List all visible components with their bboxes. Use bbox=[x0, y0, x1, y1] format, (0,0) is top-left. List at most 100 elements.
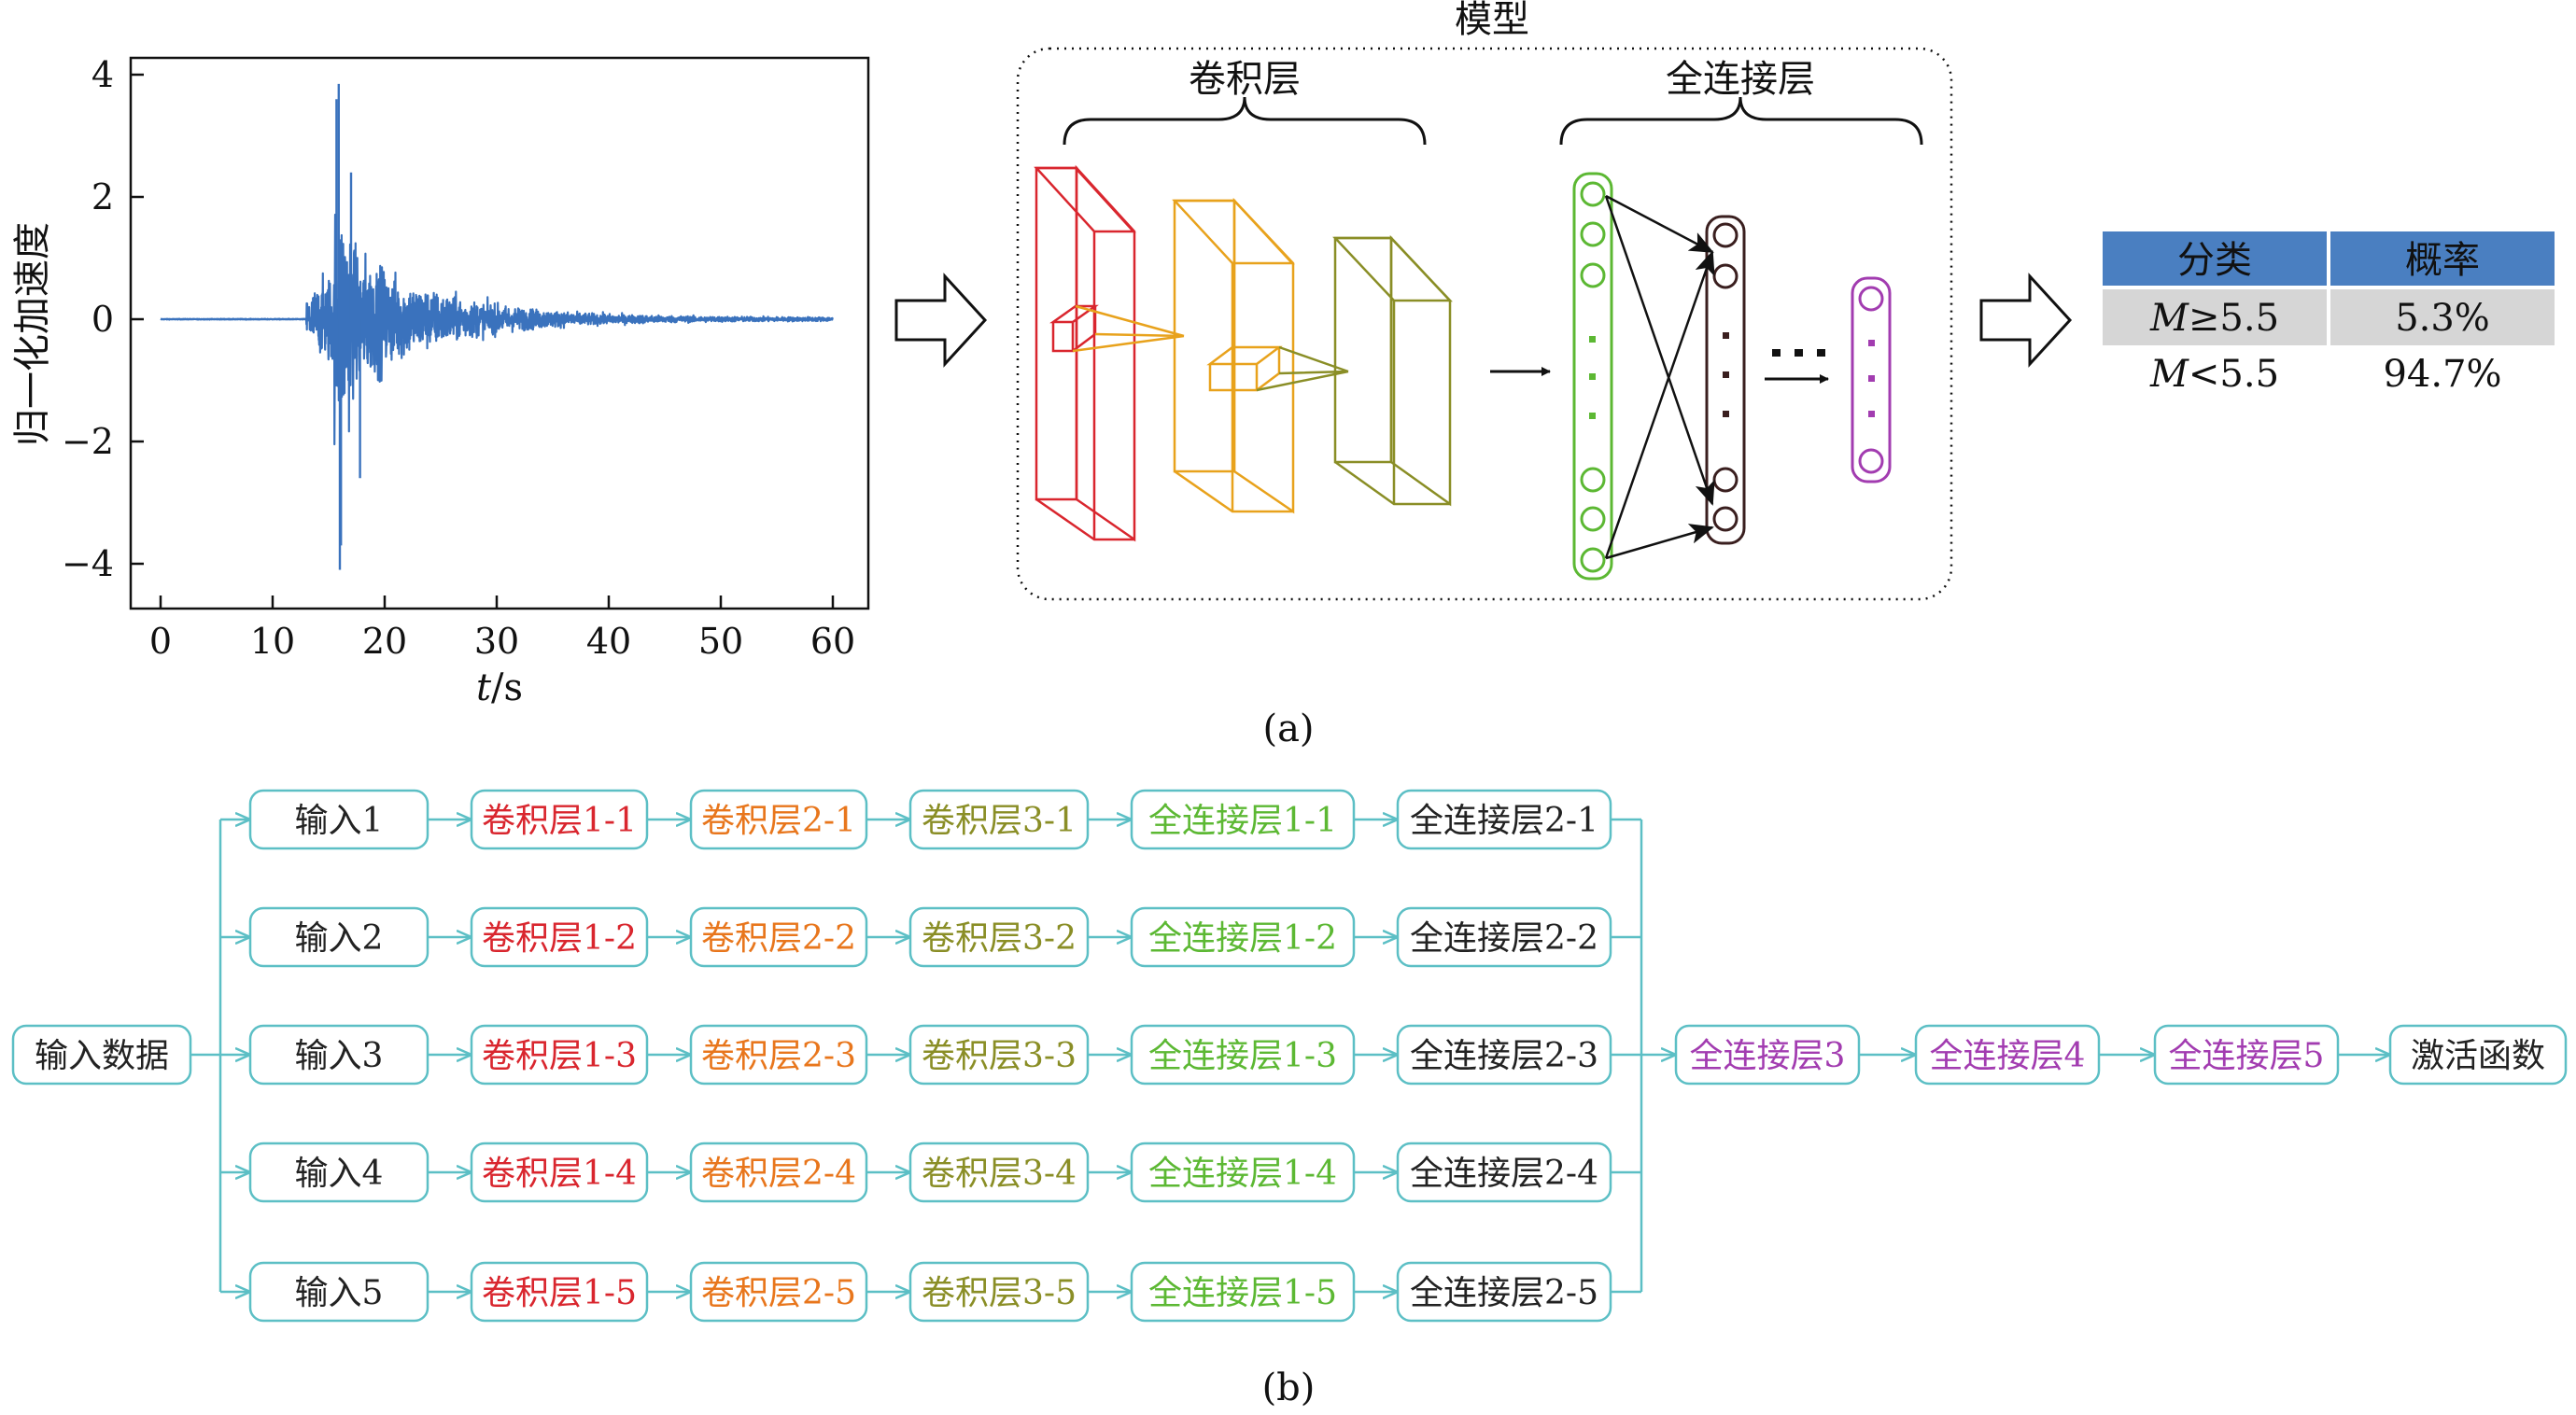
branch-4-conv1: 卷积层1-4 bbox=[470, 1142, 649, 1203]
plot-frame bbox=[129, 56, 870, 610]
branch-4-fc2: 全连接层2-4 bbox=[1396, 1142, 1612, 1203]
fc-connections bbox=[1604, 194, 1715, 560]
branch-3-fc2: 全连接层2-3 bbox=[1396, 1024, 1612, 1086]
branch-5-fc2: 全连接层2-5 bbox=[1396, 1261, 1612, 1323]
x-tick-label: 30 bbox=[474, 621, 519, 662]
branch-3-conv1-label: 卷积层1-3 bbox=[482, 1037, 637, 1075]
branch-4-input-label: 输入4 bbox=[295, 1155, 384, 1193]
branch-1-fc1: 全连接层1-1 bbox=[1130, 789, 1356, 850]
branch-1-fc2-label: 全连接层2-1 bbox=[1410, 802, 1598, 840]
table-header-probability: 概率 bbox=[2405, 239, 2480, 282]
fc-column-2 bbox=[1705, 215, 1746, 545]
y-tick-label: 4 bbox=[91, 54, 114, 95]
branch-4-fc1-label: 全连接层1-4 bbox=[1148, 1155, 1337, 1193]
branch-2-fc1-label: 全连接层1-2 bbox=[1148, 919, 1337, 958]
conv-block-2 bbox=[1172, 197, 1295, 514]
branch-1-conv1: 卷积层1-1 bbox=[470, 789, 649, 850]
x-tick-label: 50 bbox=[698, 621, 743, 662]
tail-node-4-label: 激活函数 bbox=[2411, 1037, 2545, 1075]
conv-block-3 bbox=[1332, 234, 1453, 507]
tail-node-3-label: 全连接层5 bbox=[2169, 1037, 2325, 1075]
y-axis-label: 归一化加速度 bbox=[11, 222, 54, 446]
branch-3-input: 输入3 bbox=[248, 1024, 429, 1086]
conv-kernel-1 bbox=[1072, 304, 1185, 353]
flow-arrow-2 bbox=[1979, 273, 2073, 368]
input-data-node: 输入数据 bbox=[11, 1024, 192, 1086]
flow-arrow-1 bbox=[894, 273, 988, 368]
table-row-2-probability: 94.7% bbox=[2383, 353, 2501, 396]
branch-1-conv2: 卷积层2-1 bbox=[689, 789, 868, 850]
conv-block-1 bbox=[1034, 164, 1136, 542]
branch-2-conv3-label: 卷积层3-2 bbox=[922, 919, 1077, 958]
branch-2-input-label: 输入2 bbox=[295, 919, 384, 958]
branch-4-conv3: 卷积层3-4 bbox=[908, 1142, 1090, 1203]
x-axis-label: t/s bbox=[476, 666, 523, 709]
branch-5-conv1-label: 卷积层1-5 bbox=[482, 1274, 637, 1312]
branch-5-fc1-label: 全连接层1-5 bbox=[1148, 1274, 1337, 1312]
branch-5-conv1: 卷积层1-5 bbox=[470, 1261, 649, 1323]
branch-1-input: 输入1 bbox=[248, 789, 429, 850]
branch-5-conv3: 卷积层3-5 bbox=[908, 1261, 1090, 1323]
input-data-node-label: 输入数据 bbox=[35, 1037, 169, 1075]
branch-3-conv1: 卷积层1-3 bbox=[470, 1024, 649, 1086]
table-row-2-class: M<5.5 bbox=[2149, 353, 2279, 396]
table-row-1-class: M≥5.5 bbox=[2149, 297, 2279, 340]
branch-4-conv2-label: 卷积层2-4 bbox=[701, 1155, 856, 1193]
more-layers-ellipsis bbox=[1772, 349, 1825, 357]
magnitude-condition: ≥5.5 bbox=[2189, 297, 2279, 340]
y-tick-label: 0 bbox=[91, 299, 114, 340]
branch-3-conv3-label: 卷积层3-3 bbox=[922, 1037, 1077, 1075]
branch-4-fc2-label: 全连接层2-4 bbox=[1410, 1155, 1598, 1193]
tail-node-4: 激活函数 bbox=[2388, 1024, 2568, 1086]
branch-1-fc1-label: 全连接层1-1 bbox=[1148, 802, 1337, 840]
table-header-class: 分类 bbox=[2177, 239, 2252, 282]
branch-3-fc2-label: 全连接层2-3 bbox=[1410, 1037, 1598, 1075]
branch-3-conv3: 卷积层3-3 bbox=[908, 1024, 1090, 1086]
branch-2-conv2-label: 卷积层2-2 bbox=[701, 919, 856, 958]
table-row-highlight bbox=[2330, 289, 2555, 345]
branch-2-conv1-label: 卷积层1-2 bbox=[482, 919, 637, 958]
x-tick-label: 60 bbox=[810, 621, 855, 662]
branch-5-input: 输入5 bbox=[248, 1261, 429, 1323]
branch-5-fc1: 全连接层1-5 bbox=[1130, 1261, 1356, 1323]
branch-4-input: 输入4 bbox=[248, 1142, 429, 1203]
x-tick-label: 40 bbox=[586, 621, 631, 662]
multi-branch-network: 输入数据 输入1 卷积层1-1 卷积层2-1 卷积层3-1 全连接层1-1 全连接层2-1 输… bbox=[11, 789, 2568, 1323]
waveform-peaks bbox=[335, 83, 361, 570]
y-tick-label: −2 bbox=[62, 421, 114, 462]
branch-2-conv3: 卷积层3-2 bbox=[908, 906, 1090, 968]
branch-5-conv3-label: 卷积层3-5 bbox=[922, 1274, 1077, 1312]
conv-brace bbox=[1063, 96, 1427, 146]
x-tick-label: 20 bbox=[362, 621, 407, 662]
branch-5-conv2: 卷积层2-5 bbox=[689, 1261, 868, 1323]
branch-5-input-label: 输入5 bbox=[295, 1274, 384, 1312]
branch-2-input: 输入2 bbox=[248, 906, 429, 968]
table-header-cell bbox=[2330, 231, 2555, 286]
branch-1-fc2: 全连接层2-1 bbox=[1396, 789, 1612, 850]
model-title: 模型 bbox=[1455, 0, 1529, 41]
branch-3-fc1-label: 全连接层1-3 bbox=[1148, 1037, 1337, 1075]
branch-4-conv3-label: 卷积层3-4 bbox=[922, 1155, 1077, 1193]
x-ticks: 0 10 20 30 40 50 60 bbox=[149, 595, 855, 662]
x-tick-label: 10 bbox=[250, 621, 295, 662]
y-tick-label: −4 bbox=[62, 543, 114, 584]
y-ticks: 420−2−4 bbox=[62, 54, 144, 584]
branch-5-fc2-label: 全连接层2-5 bbox=[1410, 1274, 1598, 1312]
model-diagram: 模型 卷积层 全连接层 bbox=[1016, 0, 1953, 601]
branch-2-conv1: 卷积层1-2 bbox=[470, 906, 649, 968]
probability-table: 分类 概率 M≥5.5 5.3% M<5.5 94.7% bbox=[2103, 231, 2555, 396]
x-tick-label: 0 bbox=[149, 621, 172, 662]
branch-1-conv3: 卷积层3-1 bbox=[908, 789, 1090, 850]
branch-5-conv2-label: 卷积层2-5 bbox=[701, 1274, 856, 1312]
fc-brace bbox=[1559, 96, 1923, 146]
branch-1-input-label: 输入1 bbox=[295, 802, 384, 840]
tail-node-2-label: 全连接层4 bbox=[1930, 1037, 2086, 1075]
tail-node-3: 全连接层5 bbox=[2153, 1024, 2340, 1086]
tail-node-1-label: 全连接层3 bbox=[1690, 1037, 1846, 1075]
branch-4-conv1-label: 卷积层1-4 bbox=[482, 1155, 637, 1193]
fc-layer-label: 全连接层 bbox=[1666, 58, 1815, 101]
x-axis-unit: /s bbox=[491, 666, 523, 709]
branch-3-input-label: 输入3 bbox=[295, 1037, 384, 1075]
table-row-1-probability: 5.3% bbox=[2395, 297, 2490, 340]
branch-3-conv2: 卷积层2-3 bbox=[689, 1024, 868, 1086]
